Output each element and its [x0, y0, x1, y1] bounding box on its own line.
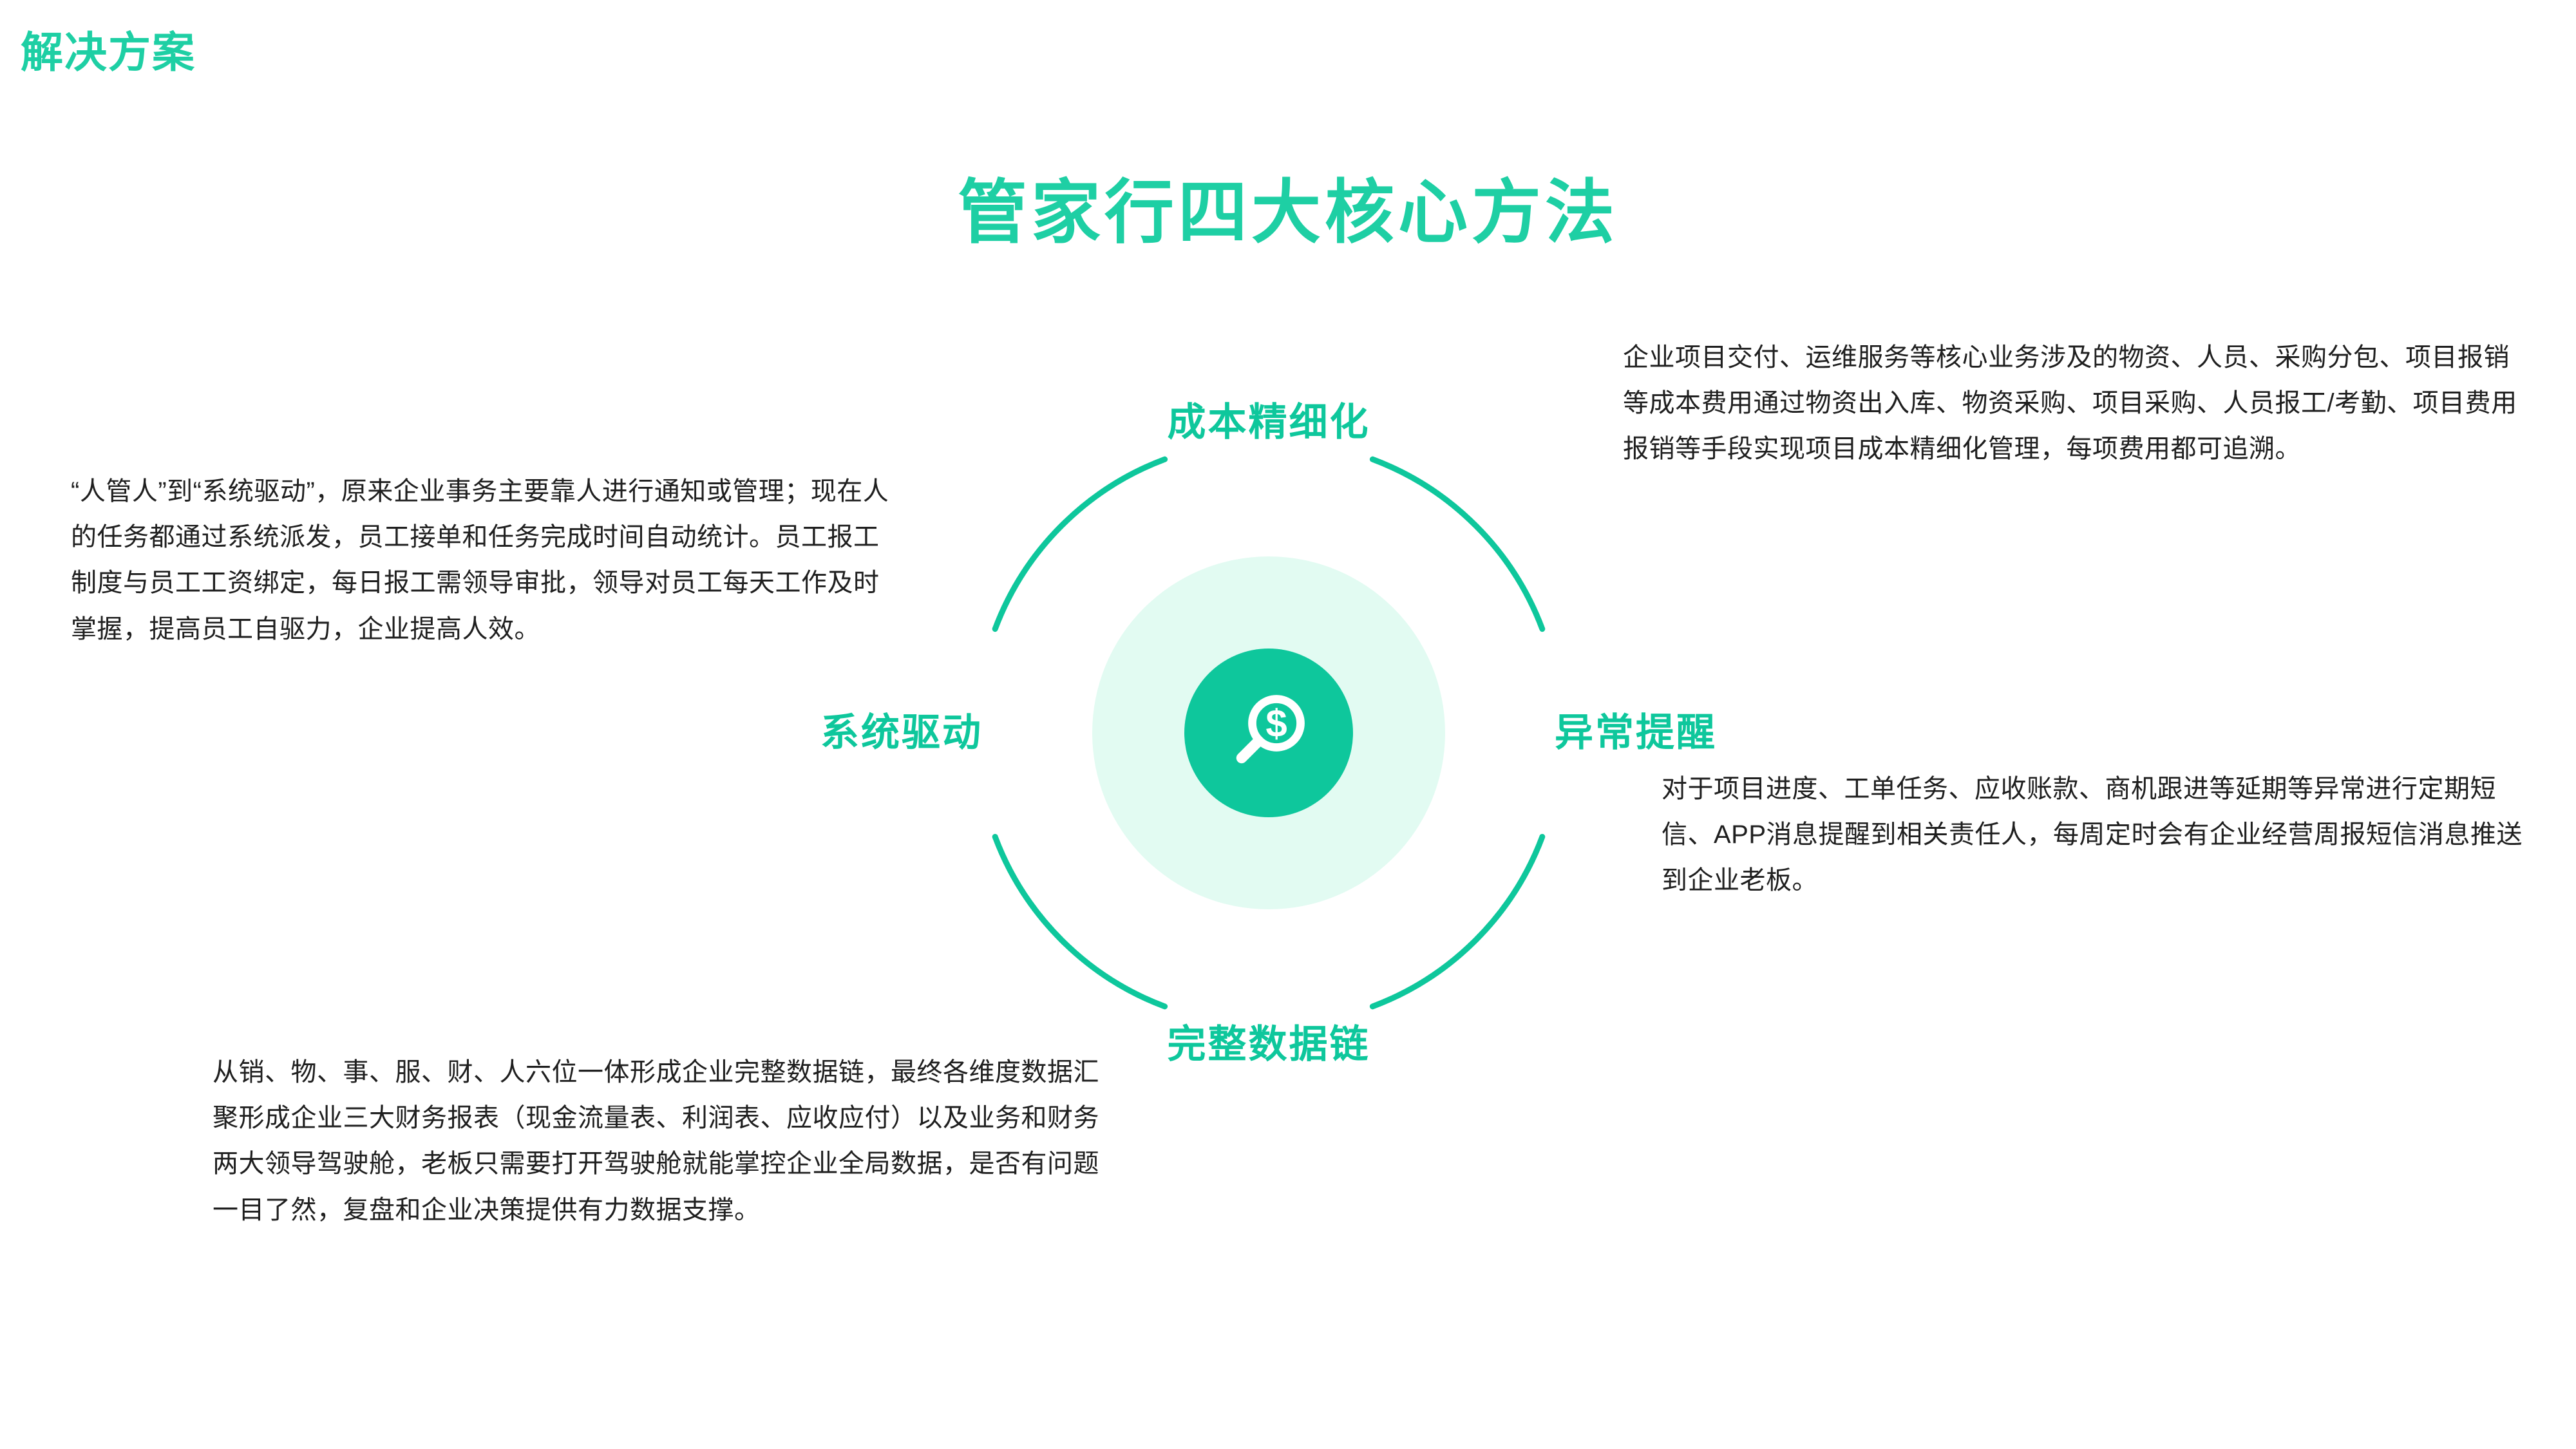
center-badge: $: [1184, 649, 1353, 817]
node-label-data-chain: 完整数据链: [1167, 1023, 1370, 1066]
magnifier-dollar-icon: $: [1220, 685, 1317, 781]
section-label: 解决方案: [21, 28, 196, 76]
page-title: 管家行四大核心方法: [957, 173, 1618, 251]
ring-arc-nw: [992, 456, 1168, 632]
ring-outline: [992, 456, 1546, 1010]
svg-text:$: $: [1265, 702, 1287, 745]
node-label-system-driven: 系统驱动: [820, 711, 983, 754]
core-method-diagram: $ 成本精细化 异常提醒 完整数据链 系统驱动: [820, 403, 1715, 1064]
description-system-driven: “人管人”到“系统驱动”，原来企业事务主要靠人进行通知或管理；现在人的任务都通过…: [71, 477, 889, 643]
ring-arc-sw: [992, 833, 1168, 1010]
ring-arc-se: [1369, 833, 1546, 1010]
ring-arc-ne: [1369, 456, 1546, 632]
description-cost-refinement: 企业项目交付、运维服务等核心业务涉及的物资、人员、采购分包、项目报销等成本费用通…: [1623, 343, 2517, 464]
description-data-chain: 从销、物、事、服、财、人六位一体形成企业完整数据链，最终各维度数据汇聚形成企业三…: [213, 1058, 1099, 1224]
description-exception-alert: 对于项目进度、工单任务、应收账款、商机跟进等延期等异常进行定期短信、APP消息提…: [1662, 775, 2523, 895]
node-label-cost-refinement: 成本精细化: [1167, 401, 1370, 444]
node-label-exception-alert: 异常提醒: [1555, 711, 1717, 754]
